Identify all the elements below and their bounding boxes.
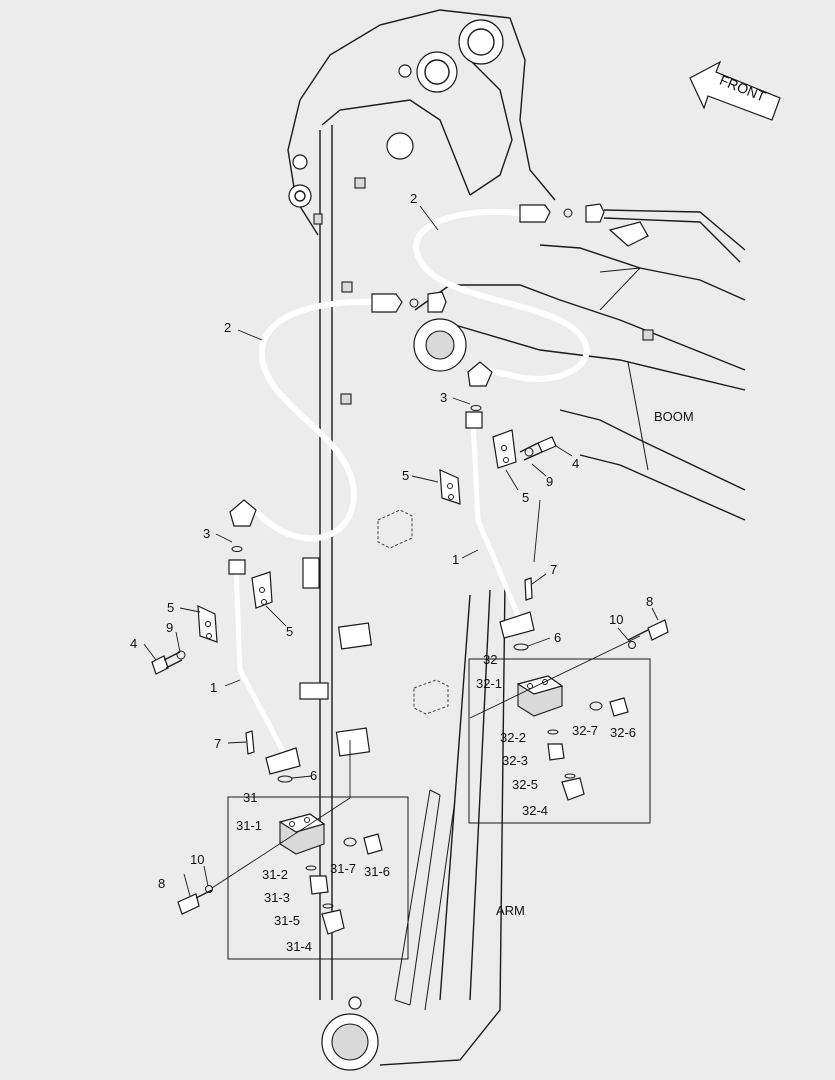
callout-3-left: 3 (203, 526, 210, 541)
callout-5-right-b: 5 (522, 490, 529, 505)
callout-6-left: 6 (310, 768, 317, 783)
group-31-label: 31 (243, 790, 257, 805)
callout-7-left: 7 (214, 736, 221, 751)
callout-31-2: 31-2 (262, 867, 288, 882)
callout-10-right: 10 (609, 612, 623, 627)
callout-8-left: 8 (158, 876, 165, 891)
arm-structure (287, 9, 556, 1071)
callout-6-right: 6 (554, 630, 561, 645)
section-label-boom: BOOM (654, 409, 694, 424)
callout-9-left: 9 (166, 620, 173, 635)
callout-7-right: 7 (550, 562, 557, 577)
section-label-arm: ARM (496, 903, 525, 918)
callout-2-left: 2 (224, 320, 231, 335)
callout-32-5: 32-5 (512, 777, 538, 792)
steel-pipes (228, 411, 535, 775)
callout-32-7: 32-7 (572, 723, 598, 738)
callout-32-3: 32-3 (502, 753, 528, 768)
callout-1-left: 1 (210, 680, 217, 695)
hose-assemblies (229, 203, 746, 542)
callout-9-right: 9 (546, 474, 553, 489)
callout-31-7: 31-7 (330, 861, 356, 876)
front-direction-arrow: FRONT (689, 60, 781, 121)
callout-5-left-a: 5 (167, 600, 174, 615)
group-32-label: 32 (483, 652, 497, 667)
group-32-box (468, 635, 651, 824)
callout-8-right: 8 (646, 594, 653, 609)
callout-4-right: 4 (572, 456, 579, 471)
callout-31-3: 31-3 (264, 890, 290, 905)
callout-32-2: 32-2 (500, 730, 526, 745)
boom-structure (413, 221, 746, 521)
callout-labels: BOOM ARM 2 2 3 3 4 4 5 5 5 5 9 9 1 1 7 7… (130, 191, 694, 954)
callout-31-4: 31-4 (286, 939, 312, 954)
callout-32-4: 32-4 (522, 803, 548, 818)
leader-lines (143, 205, 659, 897)
callout-32-6: 32-6 (610, 725, 636, 740)
callout-5-right-a: 5 (402, 468, 409, 483)
callout-31-5: 31-5 (274, 913, 300, 928)
callout-3-right: 3 (440, 390, 447, 405)
callout-4-left: 4 (130, 636, 137, 651)
clamps-fasteners (151, 405, 669, 915)
callout-1-right: 1 (452, 552, 459, 567)
callout-31-6: 31-6 (364, 864, 390, 879)
callout-10-left: 10 (190, 852, 204, 867)
group-31-box (211, 740, 409, 960)
callout-32-1: 32-1 (476, 676, 502, 691)
callout-2-upper: 2 (410, 191, 417, 206)
callout-5-left-b: 5 (286, 624, 293, 639)
callout-31-1: 31-1 (236, 818, 262, 833)
